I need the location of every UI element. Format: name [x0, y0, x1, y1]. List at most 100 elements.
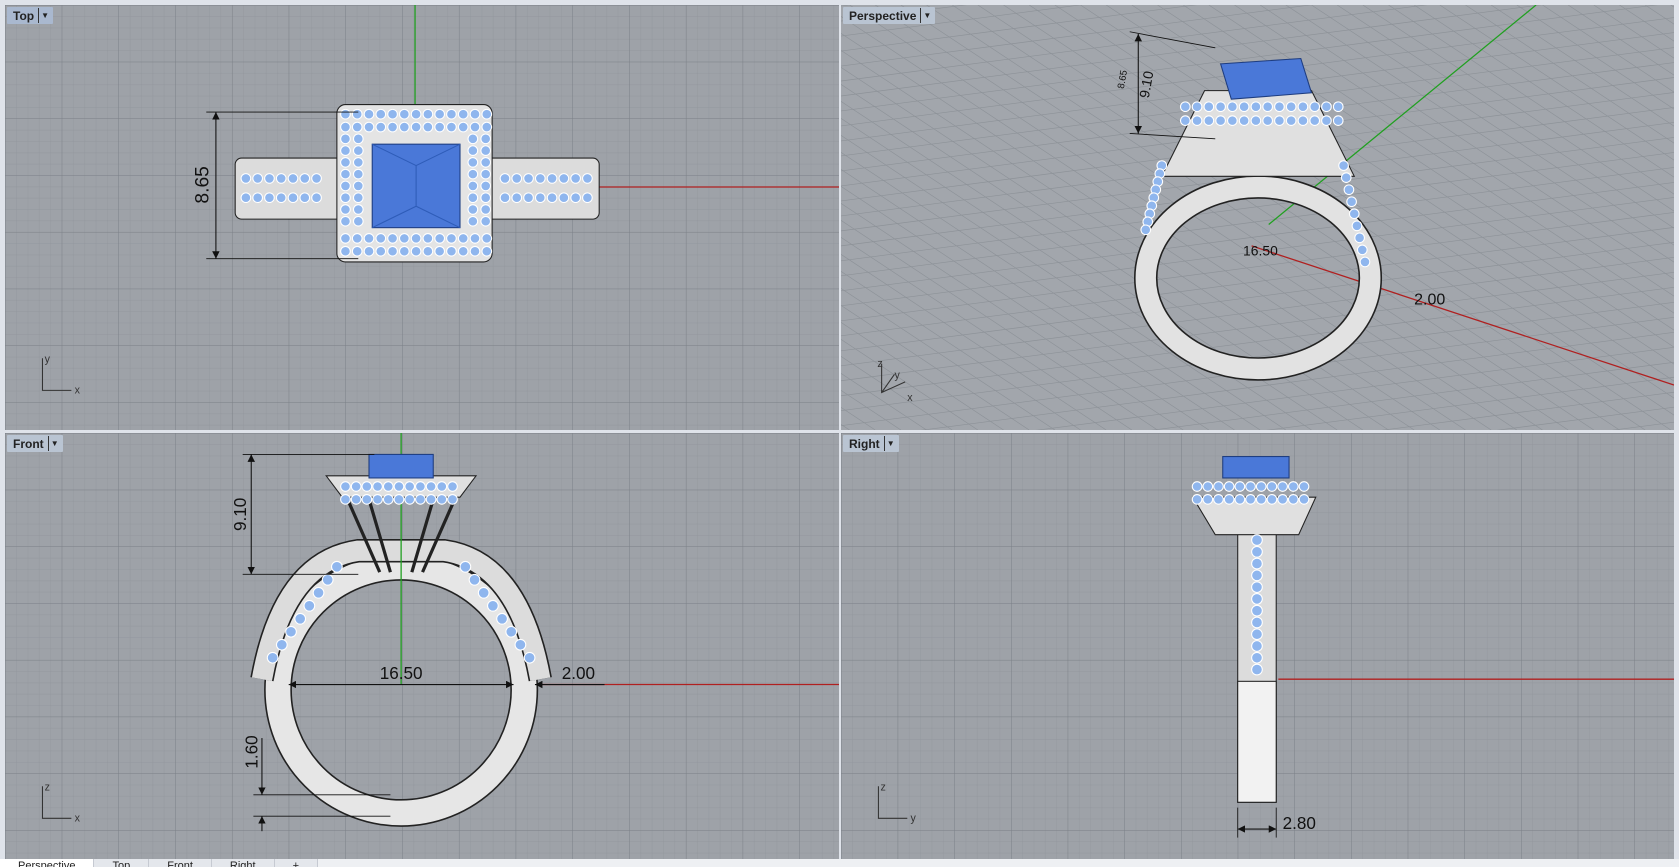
- accent-stone: [480, 180, 492, 192]
- accent-stone: [415, 494, 426, 505]
- front-scene: 9.10 16.50 2.00 1.60 z x: [5, 433, 839, 859]
- accent-stone: [1223, 481, 1235, 492]
- chevron-down-icon[interactable]: ▼: [38, 8, 51, 23]
- add-tab-button[interactable]: +: [274, 859, 319, 867]
- viewport-label-perspective[interactable]: Perspective▼: [843, 7, 936, 24]
- accent-stone: [1251, 663, 1263, 676]
- accent-stone: [1321, 101, 1332, 113]
- dimension-label: 2.00: [562, 664, 595, 683]
- accent-stone: [1227, 101, 1238, 113]
- accent-stone: [467, 145, 479, 156]
- accent-stone: [1251, 640, 1263, 652]
- grid-line: [841, 134, 1287, 430]
- viewport-label-front[interactable]: Front▼: [7, 435, 63, 452]
- viewport-top[interactable]: Top▼ 8.65 y x: [5, 5, 839, 430]
- grid-line: [841, 219, 1158, 430]
- accent-stone: [1332, 115, 1344, 126]
- chevron-down-icon[interactable]: ▼: [920, 8, 933, 23]
- accent-stone: [457, 233, 469, 244]
- grid-line: [1439, 5, 1674, 161]
- grid-line: [841, 338, 979, 430]
- dimension-label: 1.60: [243, 735, 262, 768]
- grid-line: [841, 151, 1261, 430]
- accent-stone: [252, 173, 264, 184]
- accent-stone: [1191, 115, 1203, 126]
- tab-front[interactable]: Front: [149, 859, 212, 867]
- accent-stone: [352, 180, 364, 192]
- accent-stone: [240, 192, 252, 204]
- accent-stone: [410, 233, 422, 244]
- accent-stone: [1140, 224, 1152, 236]
- axis-label-y: y: [45, 354, 51, 366]
- grid-line: [952, 5, 1594, 430]
- accent-stone: [499, 173, 511, 184]
- accent-stone: [1245, 481, 1256, 492]
- grid-line: [1490, 5, 1674, 127]
- grid-line: [920, 331, 1674, 430]
- grid-line: [841, 5, 1658, 112]
- accent-stone: [393, 481, 405, 492]
- accent-stone: [340, 180, 351, 192]
- axis-label-x: x: [75, 385, 81, 397]
- accent-stone: [398, 121, 410, 133]
- accent-stone: [352, 145, 364, 156]
- accent-stone: [1203, 115, 1215, 126]
- viewport-label-right[interactable]: Right▼: [843, 435, 899, 452]
- accent-stone: [382, 481, 394, 492]
- accent-stone: [436, 481, 448, 492]
- grid-line: [841, 355, 953, 430]
- accent-stone: [1287, 481, 1299, 492]
- axis-icon: [881, 363, 906, 394]
- accent-stone: [387, 233, 398, 244]
- accent-stone: [1215, 101, 1226, 113]
- viewport-label-top[interactable]: Top▼: [7, 7, 54, 24]
- accent-stone: [410, 121, 422, 133]
- grid-line: [841, 227, 1674, 337]
- grid-line: [841, 5, 1083, 37]
- chevron-down-icon[interactable]: ▼: [47, 436, 61, 451]
- accent-stone: [1203, 101, 1215, 113]
- accent-stone: [340, 204, 351, 215]
- grid-line: [1542, 5, 1674, 93]
- accent-stone: [467, 180, 479, 192]
- accent-stone: [1223, 494, 1235, 505]
- grid-line: [841, 321, 1004, 430]
- accent-stone: [1251, 569, 1263, 582]
- accent-stone: [1277, 494, 1288, 505]
- accent-stone: [415, 481, 426, 492]
- accent-stone: [546, 192, 558, 204]
- accent-stone: [1346, 196, 1357, 208]
- accent-stone: [352, 157, 364, 168]
- accent-stone: [1262, 115, 1274, 126]
- accent-stone: [467, 157, 479, 168]
- axis-label-z: z: [45, 781, 50, 793]
- tab-right[interactable]: Right: [211, 859, 275, 867]
- viewport-perspective[interactable]: Perspective▼ 9.10 8.65 16.50 2.00 z y x: [841, 5, 1674, 430]
- accent-stone: [481, 121, 493, 133]
- accent-stone: [398, 245, 410, 257]
- accent-stone: [352, 192, 364, 204]
- grid-line: [1285, 5, 1674, 263]
- viewport-right[interactable]: Right▼ 2.80 z y: [841, 433, 1674, 859]
- tab-top[interactable]: Top: [94, 859, 150, 867]
- accent-stone: [1309, 115, 1321, 126]
- accent-stone: [499, 192, 511, 204]
- accent-stone: [1234, 481, 1246, 492]
- accent-stone: [1255, 494, 1267, 505]
- tab-perspective[interactable]: Perspective: [0, 859, 95, 867]
- center-stone: [1222, 456, 1290, 479]
- chevron-down-icon[interactable]: ▼: [883, 436, 897, 451]
- grid-line: [841, 5, 1198, 52]
- accent-stone: [1285, 115, 1297, 126]
- accent-stone: [1309, 101, 1321, 113]
- accent-stone: [363, 245, 375, 257]
- viewport-front[interactable]: Front▼ 9.10 16.50 2.00 1.60 z x: [5, 433, 839, 859]
- accent-stone: [387, 108, 398, 120]
- accent-stone: [1251, 651, 1263, 664]
- dimension-label: 8.65: [1116, 69, 1130, 89]
- accent-stone: [434, 121, 446, 133]
- accent-stone: [447, 481, 458, 492]
- accent-stone: [467, 168, 479, 180]
- accent-stone: [480, 215, 492, 227]
- accent-stone: [1287, 494, 1299, 505]
